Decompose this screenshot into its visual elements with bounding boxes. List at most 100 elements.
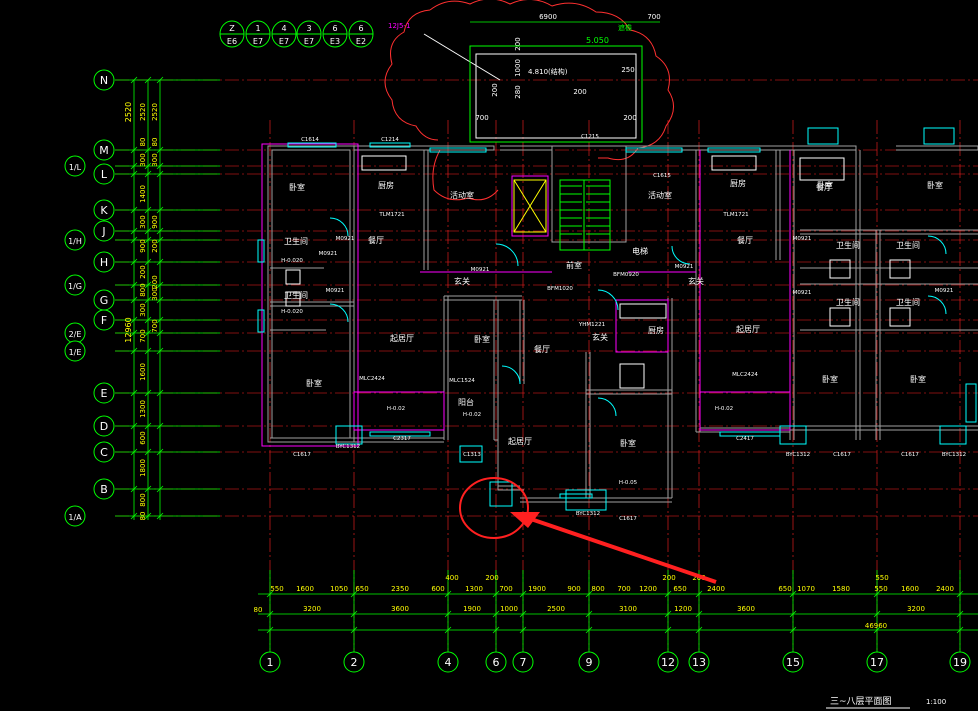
left-tick bbox=[144, 170, 152, 178]
bottom-dim-1-20: 2400 bbox=[936, 585, 954, 593]
ref-bubble-bottom-5: E2 bbox=[356, 37, 366, 46]
axis-label-row-1E: 1/E bbox=[69, 348, 82, 357]
window-bottom-1 bbox=[369, 431, 431, 437]
axis-bubble-col-4 bbox=[437, 651, 459, 673]
tag-10: M0921 bbox=[675, 264, 694, 270]
tag-26: C2317 bbox=[393, 436, 411, 442]
tree-symbol bbox=[384, 0, 674, 201]
room-labels-layer: 卧室厨房活动室活动室厨房卧室卧室卫生间卫生间餐厅餐厅前室电梯玄关玄关起居厅起居厅… bbox=[284, 178, 943, 448]
top-dim-7: 200 bbox=[573, 88, 586, 96]
left-dim-outer-0: 2520 bbox=[124, 102, 133, 122]
tag-12: M0921 bbox=[793, 290, 812, 296]
tag-31: BYC1312 bbox=[336, 444, 360, 450]
left-tick bbox=[156, 389, 164, 397]
left-tick bbox=[130, 281, 138, 289]
wall-axis-7 bbox=[519, 300, 525, 384]
left-tick bbox=[144, 227, 152, 235]
room-activity-1: 活动室 bbox=[450, 190, 474, 200]
room-kitchen-mid: 厨房 bbox=[648, 325, 664, 335]
room-living-2: 起居厅 bbox=[736, 325, 760, 334]
wall-kitchen-right bbox=[775, 150, 781, 260]
room-dining-mid: 餐厅 bbox=[534, 345, 550, 354]
room-living-1: 起居厅 bbox=[390, 334, 414, 343]
left-tick bbox=[156, 170, 164, 178]
left-dim-mid-15: 80 bbox=[139, 512, 147, 521]
bottom-tick bbox=[695, 626, 703, 634]
left-tick bbox=[144, 347, 152, 355]
bottom-dim-1-14: 2400 bbox=[707, 585, 725, 593]
tag-29: C1617 bbox=[833, 452, 851, 458]
left-tick bbox=[144, 258, 152, 266]
axis-label-row-1L: 1/L bbox=[69, 163, 82, 172]
left-dim-mid-0: 2520 bbox=[139, 103, 147, 121]
wall-wc-split bbox=[270, 267, 326, 331]
left-tick bbox=[156, 296, 164, 304]
room-wc-r4: 卫生间 bbox=[896, 297, 920, 307]
ref-bubble-bottom-1: E7 bbox=[253, 37, 263, 46]
left-tick bbox=[144, 236, 152, 244]
outline-left bbox=[261, 143, 359, 447]
drawing-title-block: 三~八层平面图 1:100 bbox=[826, 696, 946, 709]
bottom-dim-1-19: 1600 bbox=[901, 585, 919, 593]
axis-bubble-col-12 bbox=[657, 651, 679, 673]
left-tick bbox=[156, 227, 164, 235]
bottom-tick bbox=[585, 610, 593, 618]
left-tick bbox=[144, 146, 152, 154]
left-dim-mid-6: 200 bbox=[139, 265, 147, 278]
annotation-callout bbox=[459, 477, 717, 584]
axis-bubble-col-6 bbox=[485, 651, 507, 673]
axis-bubble-row-K bbox=[93, 199, 115, 221]
bottom-dim-1-16: 1070 bbox=[797, 585, 815, 593]
axis-label-col-12: 12 bbox=[661, 656, 675, 669]
left-tick bbox=[144, 162, 152, 170]
axis-label-row-D: D bbox=[100, 420, 108, 433]
left-tick bbox=[156, 258, 164, 266]
axis-bubble-row-N bbox=[93, 69, 115, 91]
window-bottom-mid bbox=[559, 493, 593, 499]
door-arc-1 bbox=[329, 217, 349, 237]
wall-stair-core bbox=[551, 145, 627, 243]
bottom-tick bbox=[350, 590, 358, 598]
canopy-note: 遮檐 bbox=[618, 23, 632, 32]
room-kitchen-2: 厨房 bbox=[730, 178, 746, 188]
toilet-r3 bbox=[829, 307, 851, 327]
left-tick bbox=[144, 76, 152, 84]
bottom-tick bbox=[585, 590, 593, 598]
bay-window-3 bbox=[939, 425, 967, 445]
left-tick bbox=[156, 316, 164, 324]
bottom-dim-1-3: 650 bbox=[355, 585, 368, 593]
bottom-tick bbox=[664, 626, 672, 634]
top-dim-4: 280 bbox=[514, 85, 522, 98]
bottom-tick bbox=[266, 590, 274, 598]
top-dim-3: 1000 bbox=[514, 59, 522, 77]
door-arc-5 bbox=[671, 245, 691, 265]
bottom-tick bbox=[789, 590, 797, 598]
window-top-4 bbox=[625, 147, 683, 153]
bottom-dim-2-3: 1000 bbox=[500, 605, 518, 613]
wall-axis-17 bbox=[875, 230, 881, 440]
left-tick bbox=[130, 258, 138, 266]
bottom-dim-misc-0: 400 bbox=[445, 574, 458, 582]
wall-bottom-left bbox=[270, 437, 444, 443]
tag-35: C1313 bbox=[463, 452, 481, 458]
room-bedroom-2: 卧室 bbox=[306, 378, 322, 388]
left-tick bbox=[130, 146, 138, 154]
outline-elevator bbox=[511, 175, 549, 237]
top-dim-8: 250 bbox=[621, 66, 634, 74]
wall-bottom-mid bbox=[520, 497, 672, 503]
bottom-tick bbox=[789, 610, 797, 618]
left-tick bbox=[156, 448, 164, 456]
bottom-dim-2-6: 1200 bbox=[674, 605, 692, 613]
bottom-tick bbox=[492, 610, 500, 618]
axis-label-row-F: F bbox=[101, 314, 107, 327]
left-tick bbox=[144, 316, 152, 324]
tag-22: H-0.02 bbox=[387, 406, 405, 412]
axis-label-row-2E: 2/E bbox=[69, 330, 82, 339]
left-tick bbox=[130, 76, 138, 84]
ref-bubble-top-5: 6 bbox=[358, 24, 363, 33]
bottom-tick bbox=[519, 610, 527, 618]
canopy-notes: 5.050 4.810 (结构) 遮檐 12J5-1 bbox=[388, 22, 643, 143]
axis-label-col-9: 9 bbox=[586, 656, 593, 669]
left-dim-mid-10: 1600 bbox=[139, 363, 147, 381]
